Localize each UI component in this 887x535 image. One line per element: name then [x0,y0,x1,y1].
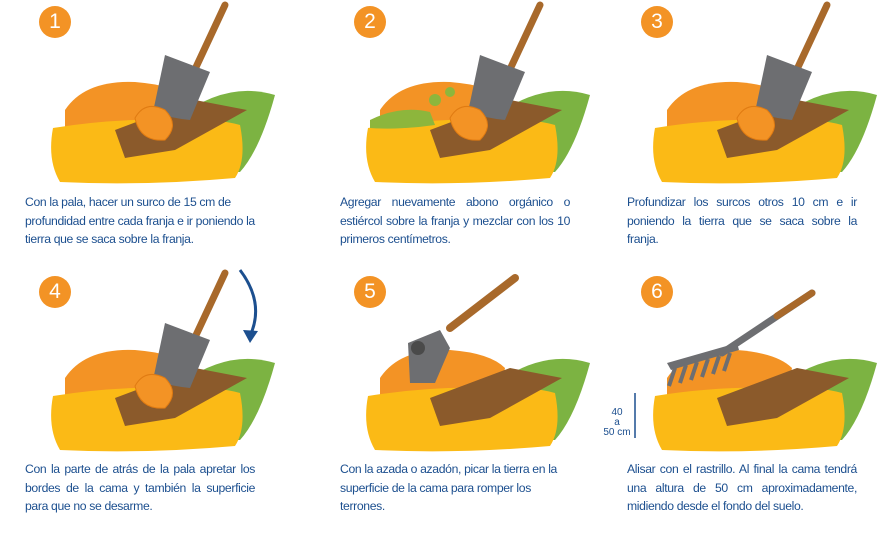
step-number: 3 [641,6,673,38]
step-text: Con la parte de atrás de la pala apretar… [25,462,255,513]
shovel-illustration [627,0,887,195]
soil-clump [736,105,775,141]
step-2: 2 Agregar nuevamente abono orgánico o es… [340,0,610,265]
furrow [115,100,247,158]
furrow [430,368,562,426]
step-number: 6 [641,276,673,308]
step-text: Con la azada o azadón, picar la tierra e… [340,462,557,513]
soil-clump [449,105,488,141]
furrow [717,368,849,426]
step-4: 4 Con la parte de atrás de la pala apret… [25,268,295,535]
rake-head [667,343,739,370]
step-number: 4 [39,276,71,308]
step-text: Alisar con el rastrillo. Al final la cam… [627,462,857,513]
measure-top: 40 [611,407,623,418]
shovel-blade [468,55,525,120]
press-arrow-icon [238,269,258,337]
step-text: Con la pala, hacer un surco de 15 cm de … [25,195,255,246]
step-number: 1 [39,6,71,38]
step-5: 5 Con la azada o azadón, picar la tierra… [340,270,610,535]
hoe-handle [446,274,519,332]
soil-clump [134,105,173,141]
measure-mid: a [614,417,620,428]
step-number: 5 [354,276,386,308]
rake-illustration [627,268,887,463]
step-text: Agregar nuevamente abono orgánico o esti… [340,195,570,246]
hoe-illustration [340,268,610,463]
shovel-blade [153,55,210,120]
furrow [717,100,849,158]
height-measure: 40 a 50 cm [597,408,637,438]
step-number: 2 [354,6,386,38]
shovel-blade [153,323,210,388]
measure-bottom: 50 cm [603,427,631,438]
shovel-blade [755,55,812,120]
step-6: 6 40 a 50 cm Alisar con el rastrillo. Al… [603,268,887,535]
furrow [115,368,247,426]
furrow [430,100,562,158]
shovel-illustration [25,0,295,195]
step-text: Profundizar los surcos otros 10 cm e ir … [627,195,857,246]
soil-clump [134,373,173,409]
compost-shovel-illustration [340,0,610,195]
step-3: 3 Profundizar los surcos otros 10 cm e i… [627,0,887,265]
compost [370,109,435,129]
step-1: 1 Con la pala, hacer un surco de 15 cm d… [25,0,295,265]
shovel-press-illustration [25,268,295,463]
